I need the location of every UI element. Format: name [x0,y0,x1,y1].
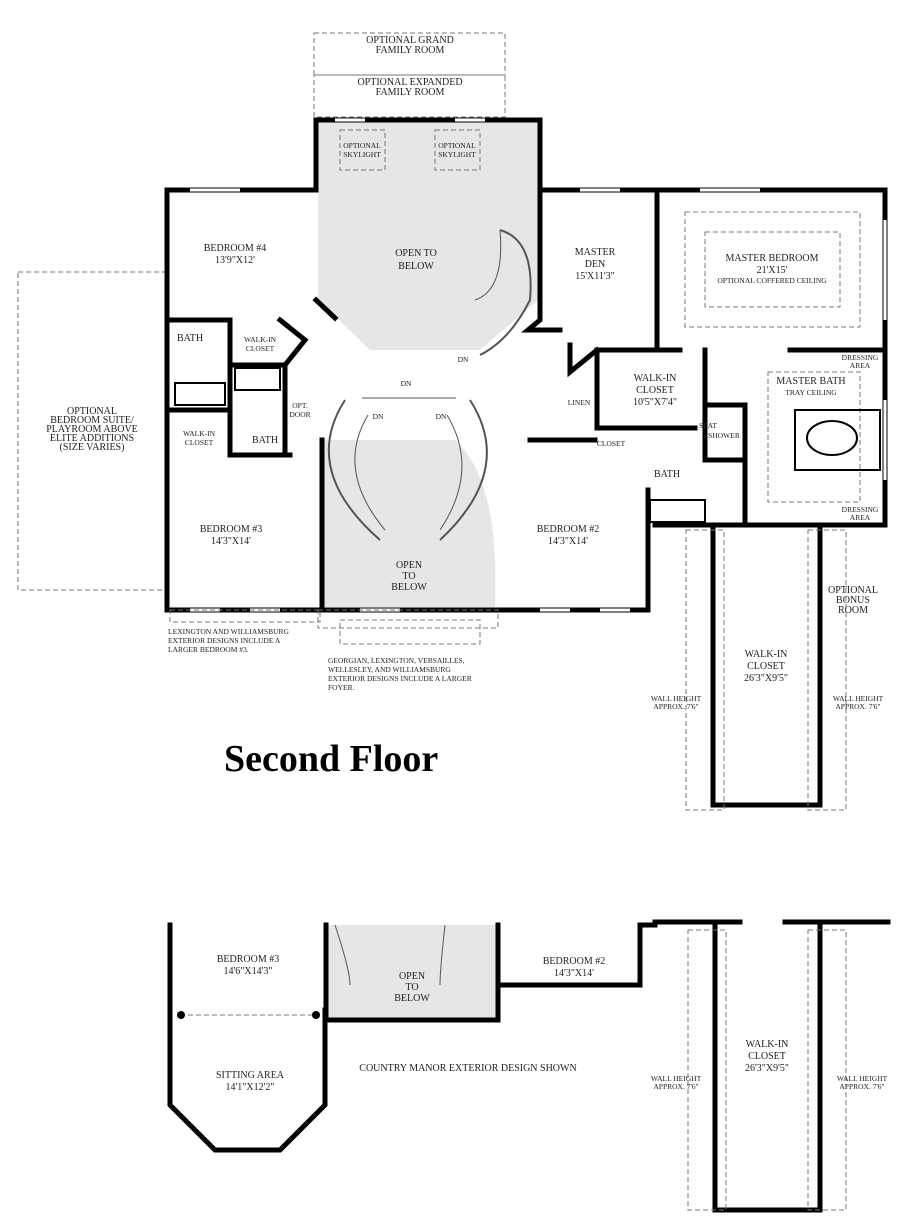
svg-text:OPT.DOOR: OPT.DOOR [289,401,310,419]
svg-text:DN: DN [373,412,384,421]
fixtures [174,211,881,811]
open-to-below-upper [318,122,538,350]
svg-text:COUNTRY MANOR EXTERIOR DESIGN: COUNTRY MANOR EXTERIOR DESIGN SHOWN [359,1063,576,1074]
svg-text:SHOWER: SHOWER [708,431,740,440]
optional-family-rooms [313,32,506,118]
walls [164,117,888,808]
svg-text:BEDROOM #214'3"X14': BEDROOM #214'3"X14' [537,524,600,547]
svg-text:BATH: BATH [177,333,203,344]
svg-text:BATH: BATH [654,469,680,480]
svg-text:SEAT: SEAT [699,421,717,430]
svg-text:GEORGIAN, LEXINGTON, VERSAILLE: GEORGIAN, LEXINGTON, VERSAILLES,WELLESLE… [328,656,472,692]
staircases [327,229,532,541]
svg-text:LINEN: LINEN [568,398,591,407]
svg-text:BEDROOM #314'3"X14': BEDROOM #314'3"X14' [200,524,263,547]
svg-text:DN: DN [458,355,469,364]
svg-text:DN: DN [401,379,412,388]
svg-text:DN: DN [436,412,447,421]
svg-text:BEDROOM #413'9"X12': BEDROOM #413'9"X12' [204,243,267,266]
svg-text:BEDROOM #214'3"X14': BEDROOM #214'3"X14' [543,956,606,979]
svg-text:BATH: BATH [252,435,278,446]
page-title: Second Floor [224,738,438,780]
svg-text:CLOSET: CLOSET [597,439,626,448]
svg-text:BEDROOM #314'6"X14'3": BEDROOM #314'6"X14'3" [217,954,280,977]
open-to-below-lower [322,440,496,607]
